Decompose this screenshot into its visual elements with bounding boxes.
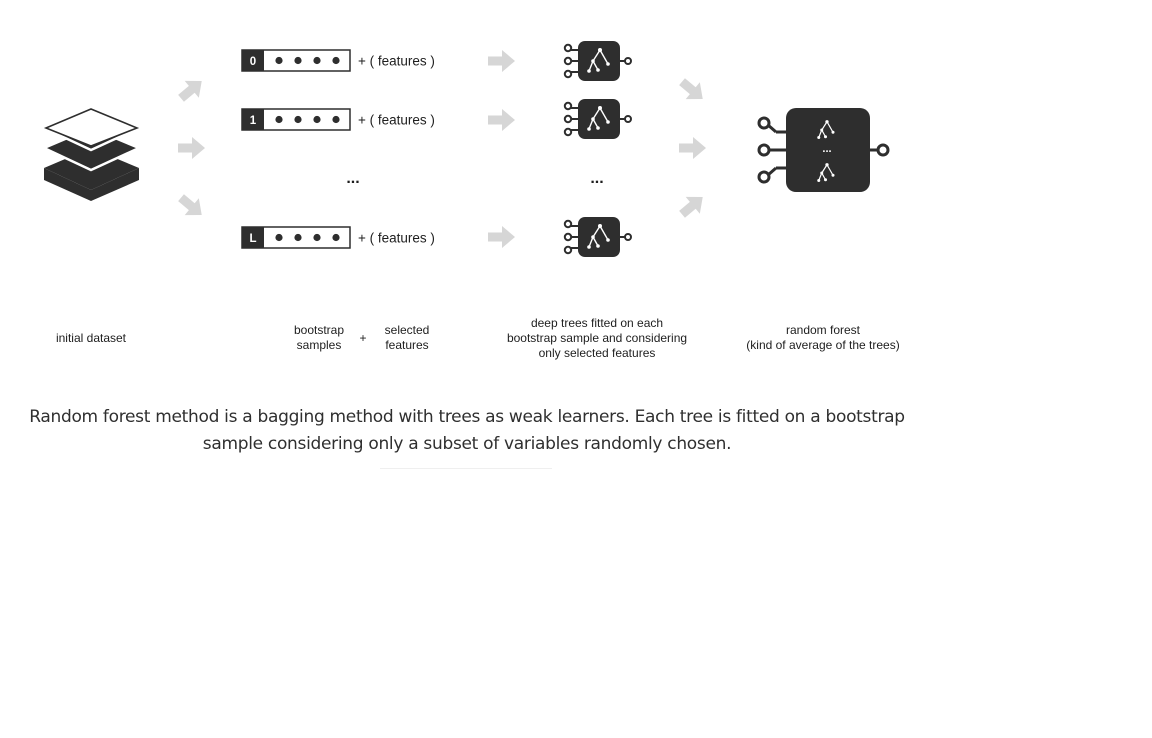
arrow-icon <box>173 189 209 224</box>
sample-index: L <box>249 233 256 245</box>
samples-ellipsis: ... <box>346 170 359 187</box>
sample-row-L: L + ( features ) <box>241 226 435 249</box>
random-forest-icon: ... <box>757 108 890 192</box>
label-plus: + <box>359 331 366 345</box>
caption-divider <box>380 468 552 469</box>
figure-caption: Random forest method is a bagging method… <box>29 407 905 454</box>
label-bootstrap-line1: bootstrap <box>294 323 344 337</box>
arrow-icon <box>488 50 515 72</box>
label-trees-line2: bootstrap sample and considering <box>507 331 687 345</box>
arrow-icon <box>679 137 706 159</box>
trees-ellipsis: ... <box>590 170 603 187</box>
label-trees-line3: only selected features <box>539 346 656 360</box>
sample-features: + ( features ) <box>358 54 435 69</box>
arrow-icon <box>674 188 710 223</box>
label-initial-dataset: initial dataset <box>56 331 127 345</box>
label-trees-line1: deep trees fitted on each <box>531 316 663 330</box>
forest-ellipsis: ... <box>822 143 831 155</box>
decision-tree-icon <box>563 98 632 140</box>
arrow-icon <box>173 72 209 107</box>
random-forest-diagram: 0 + ( features ) 1 + ( features ) ... L … <box>40 40 900 360</box>
label-selected-line2: features <box>385 338 428 352</box>
label-forest-line1: random forest <box>786 323 861 337</box>
arrow-icon <box>178 137 205 159</box>
arrow-icon <box>488 226 515 248</box>
label-bootstrap-line2: samples <box>297 338 342 352</box>
label-forest-line2: (kind of average of the trees) <box>746 338 899 352</box>
sample-row-1: 1 + ( features ) <box>241 108 435 131</box>
dataset-stack-icon <box>40 105 143 201</box>
arrow-icon <box>488 109 515 131</box>
sample-row-0: 0 + ( features ) <box>241 49 435 72</box>
sample-index: 0 <box>250 56 256 68</box>
decision-tree-icon <box>563 216 632 258</box>
sample-features: + ( features ) <box>358 113 435 128</box>
sample-index: 1 <box>250 115 257 127</box>
arrow-icon <box>674 73 710 108</box>
sample-features: + ( features ) <box>358 231 435 246</box>
label-selected-line1: selected <box>385 323 430 337</box>
diagram-svg: 0 + ( features ) 1 + ( features ) ... L … <box>40 40 900 360</box>
decision-tree-icon <box>563 40 632 82</box>
